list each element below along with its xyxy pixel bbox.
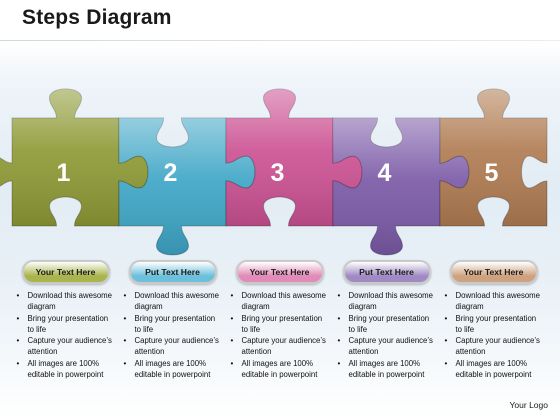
bullet-item: Download this awesome diagram: [230, 290, 330, 312]
bullet-item: Capture your audience’s attention: [337, 335, 437, 357]
step-number: 1: [57, 159, 71, 187]
bullet-item: Capture your audience’s attention: [444, 335, 544, 357]
bullet-item: Capture your audience’s attention: [123, 335, 223, 357]
bullet-item: Download this awesome diagram: [123, 290, 223, 312]
step-label-pill: Put Text Here: [128, 260, 217, 284]
bullet-item: All images are 100% editable in powerpoi…: [16, 358, 116, 380]
bullet-item: Bring your presentation to life: [123, 313, 223, 335]
puzzle-diagram: 1 2 3 4 5: [0, 88, 548, 256]
step-bullet-list: Download this awesome diagramBring your …: [16, 290, 116, 380]
bullet-item: Bring your presentation to life: [230, 313, 330, 335]
bullet-item: Bring your presentation to life: [337, 313, 437, 335]
puzzle-piece-gloss: [333, 118, 469, 255]
step-bullet-list: Download this awesome diagramBring your …: [123, 290, 223, 380]
title-divider: [0, 40, 560, 41]
step-number: 2: [164, 159, 178, 187]
bullet-item: All images are 100% editable in powerpoi…: [337, 358, 437, 380]
step-bullet-list: Download this awesome diagramBring your …: [230, 290, 330, 380]
step-bullet-list: Download this awesome diagramBring your …: [444, 290, 544, 380]
step-label-pill: Your Text Here: [21, 260, 110, 284]
bullet-item: All images are 100% editable in powerpoi…: [444, 358, 544, 380]
footer-logo: Your Logo: [509, 400, 548, 410]
step-label-pill: Your Text Here: [235, 260, 324, 284]
page-title: Steps Diagram: [22, 6, 172, 29]
bullet-item: Capture your audience’s attention: [16, 335, 116, 357]
puzzle-piece-gloss: [440, 89, 547, 226]
bullet-item: Download this awesome diagram: [16, 290, 116, 312]
step-bullet-list: Download this awesome diagramBring your …: [337, 290, 437, 380]
bullet-item: Bring your presentation to life: [444, 313, 544, 335]
puzzle-piece-gloss: [226, 89, 362, 226]
step-number: 4: [378, 159, 392, 187]
bullet-item: Download this awesome diagram: [337, 290, 437, 312]
step-label-pill: Your Text Here: [449, 260, 538, 284]
step-label-pill: Put Text Here: [342, 260, 431, 284]
puzzle-piece-4: 4: [332, 117, 470, 256]
step-number: 5: [485, 159, 499, 187]
puzzle-piece-2: 2: [118, 117, 256, 256]
puzzle-piece-gloss: [0, 89, 148, 226]
bullet-item: Capture your audience’s attention: [230, 335, 330, 357]
puzzle-piece-gloss: [119, 118, 255, 255]
bullet-item: All images are 100% editable in powerpoi…: [123, 358, 223, 380]
bullet-item: Bring your presentation to life: [16, 313, 116, 335]
bullet-item: All images are 100% editable in powerpoi…: [230, 358, 330, 380]
bullet-item: Download this awesome diagram: [444, 290, 544, 312]
step-number: 3: [271, 159, 285, 187]
puzzle-piece-1: 1: [0, 88, 149, 227]
puzzle-piece-5: 5: [439, 88, 548, 227]
